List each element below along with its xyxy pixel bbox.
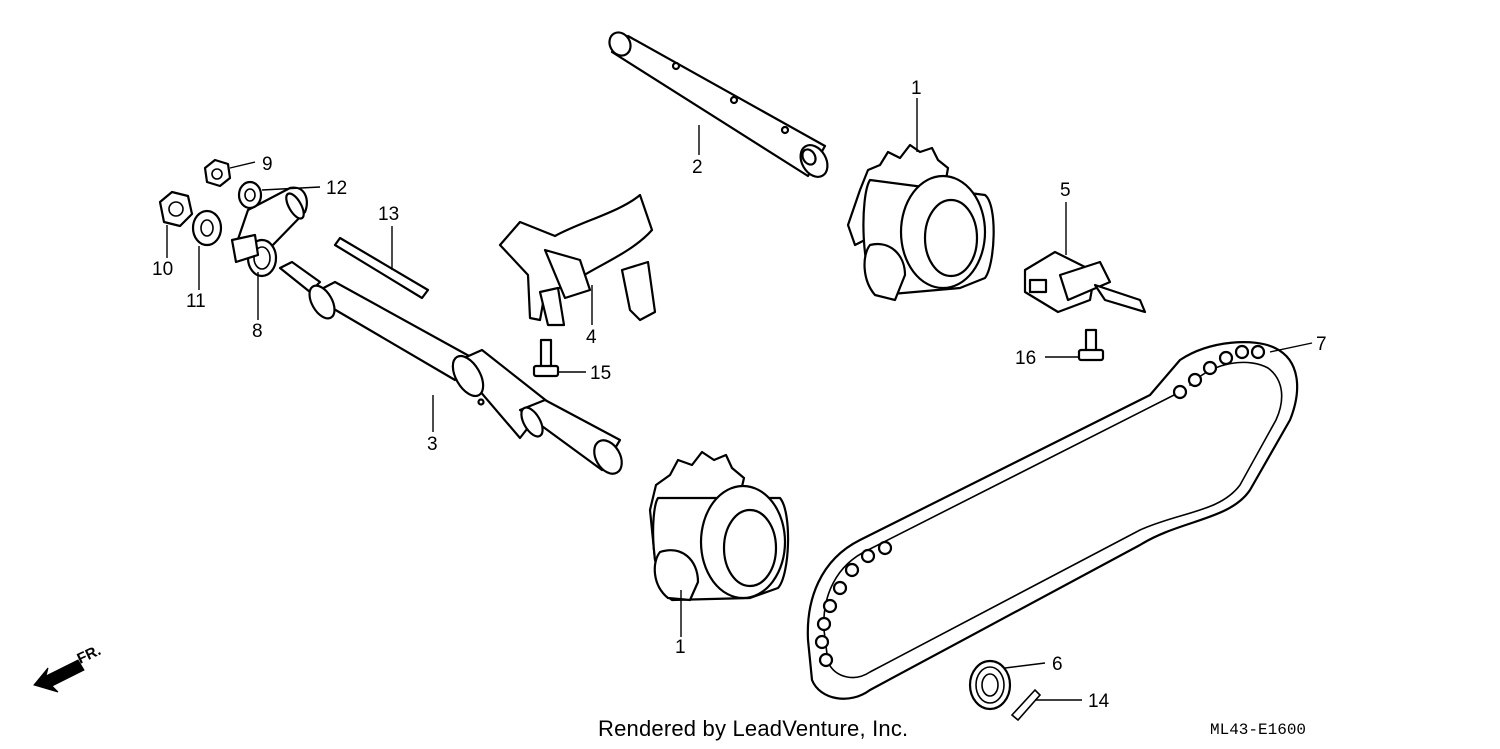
callout-numbers: 1 1 2 3 4 5 6 7 8 9 10 11 12 13 14 15 16 xyxy=(152,78,1327,712)
part-11-washer[interactable] xyxy=(191,209,223,247)
part-10-nut[interactable] xyxy=(158,190,194,228)
part-8-shift-arm[interactable] xyxy=(230,186,308,278)
part-5-neutral-switch[interactable] xyxy=(1023,250,1147,314)
callout-10: 10 xyxy=(152,259,173,280)
leader-lines xyxy=(166,98,1313,701)
front-direction-label: FR. xyxy=(75,642,104,668)
chain-links xyxy=(814,344,1266,668)
callout-2: 2 xyxy=(692,157,703,178)
part-16-bolt[interactable] xyxy=(1077,328,1105,362)
front-direction-arrow: FR. xyxy=(33,642,104,693)
part-15-bolt[interactable] xyxy=(532,338,560,378)
part-9-nut[interactable] xyxy=(203,158,232,188)
part-6-return-spring[interactable] xyxy=(968,659,1012,711)
diagram-code: ML43-E1600 xyxy=(1210,721,1307,739)
part-14-clip[interactable] xyxy=(1010,688,1042,722)
part-3-gearshift-spindle[interactable] xyxy=(278,260,627,479)
part-13-stud-bolt[interactable] xyxy=(333,236,430,300)
credit-text: Rendered by LeadVenture, Inc. xyxy=(598,716,909,741)
callout-13: 13 xyxy=(378,204,399,225)
callout-3: 3 xyxy=(427,434,438,455)
callout-12: 12 xyxy=(326,178,347,199)
callout-8: 8 xyxy=(252,321,263,342)
callout-7: 7 xyxy=(1316,334,1327,355)
callout-6: 6 xyxy=(1052,654,1063,675)
callout-9: 9 xyxy=(262,154,273,175)
part-4-shift-fork[interactable] xyxy=(498,193,657,327)
callout-1-lower: 1 xyxy=(675,637,686,658)
callout-15: 15 xyxy=(590,363,611,384)
part-1-cam-sprocket-lower[interactable] xyxy=(648,450,790,602)
callout-11: 11 xyxy=(186,291,206,312)
part-1-cam-sprocket-upper[interactable] xyxy=(846,143,995,302)
callout-4: 4 xyxy=(586,327,597,348)
callout-16: 16 xyxy=(1015,348,1036,369)
callout-1-upper: 1 xyxy=(911,78,922,99)
part-12-washer[interactable] xyxy=(237,180,263,210)
part-7-cam-chain[interactable] xyxy=(806,341,1299,700)
callout-5: 5 xyxy=(1060,180,1071,201)
part-2-fork-shaft[interactable] xyxy=(605,29,833,182)
callout-14: 14 xyxy=(1088,691,1110,712)
